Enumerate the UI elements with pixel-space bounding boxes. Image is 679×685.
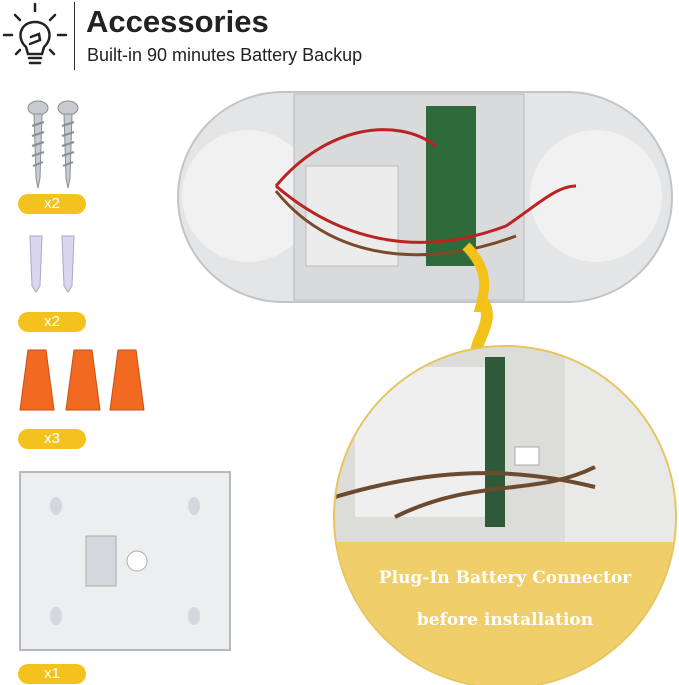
quantity-badge: x2: [18, 312, 86, 332]
quantity-badge: x3: [18, 429, 86, 449]
callout-circle: Plug-In Battery Connector before install…: [333, 345, 677, 685]
page-subtitle: Built-in 90 minutes Battery Backup: [87, 45, 363, 65]
callout-line-1: Plug-In Battery Connector: [378, 568, 632, 588]
callout-line-2: before installation: [416, 610, 594, 630]
quantity-badge: x1: [18, 664, 86, 684]
page-title: Accessories: [86, 4, 269, 39]
callout-banner: Plug-In Battery Connector before install…: [335, 542, 675, 685]
wall-anchors-image: [29, 235, 75, 293]
emergency-light-fixture-image: [177, 91, 673, 312]
connector-closeup-image: [335, 347, 675, 547]
divider: [74, 2, 75, 70]
mounting-plate-image: [19, 471, 231, 651]
quantity-badge: x2: [18, 194, 86, 214]
screws-image: [27, 100, 79, 189]
lightbulb-icon: [2, 2, 68, 65]
wire-nuts-image: [19, 349, 145, 411]
